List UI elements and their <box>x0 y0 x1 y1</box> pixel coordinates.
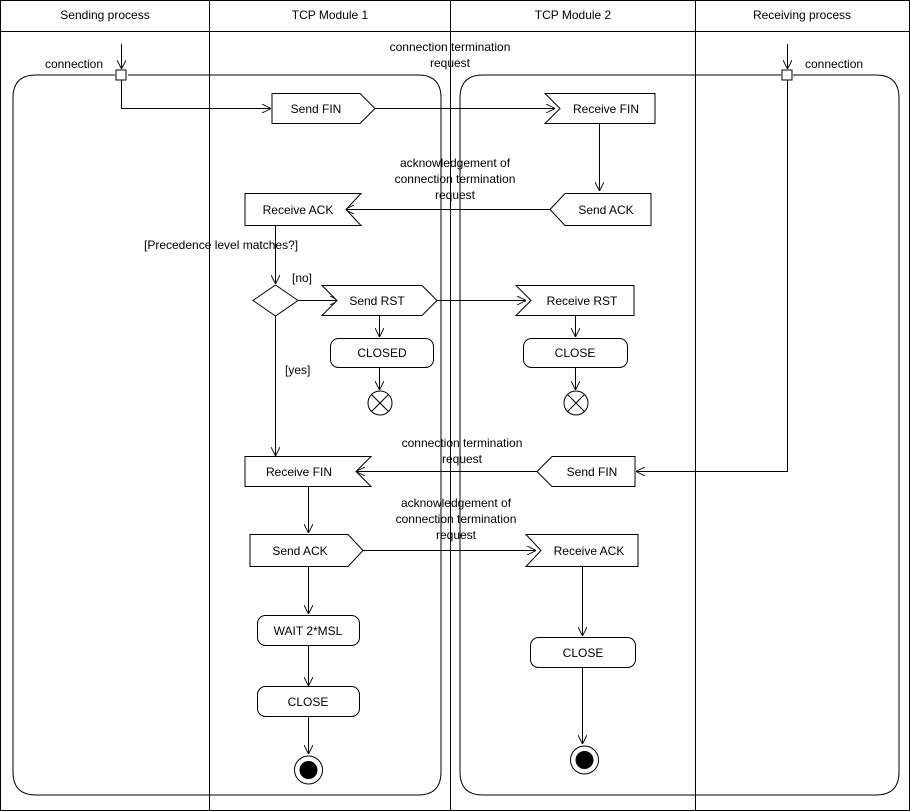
send-ack-node-1: Send ACK <box>549 193 652 226</box>
close-left-label: CLOSE <box>288 695 329 709</box>
send-fin-1-label: Send FIN <box>291 102 342 116</box>
annotation-ack-2-line3: request <box>436 528 477 542</box>
send-ack-2-label: Send ACK <box>272 544 327 558</box>
right-activity-region <box>459 74 900 796</box>
receive-rst-node: Receive RST <box>514 285 635 316</box>
annotation-termination-2-line1: connection termination <box>402 436 523 450</box>
send-rst-label: Send RST <box>349 294 405 308</box>
flow-final-right <box>563 390 589 416</box>
closed-action: CLOSED <box>330 338 434 368</box>
right-connection-pin <box>781 69 793 81</box>
receive-ack-node-1: Receive ACK <box>244 193 363 226</box>
annotation-ack-2-line1: acknowledgement of <box>401 496 512 510</box>
lane-header-receiving: Receiving process <box>753 8 851 22</box>
close-right-action: CLOSE <box>530 637 636 668</box>
receive-fin-node-1: Receive FIN <box>543 93 656 124</box>
lane-header-sending: Sending process <box>60 8 149 22</box>
receive-fin-node-2: Receive FIN <box>244 456 373 487</box>
left-activity-region <box>12 74 442 796</box>
send-fin-node-2: Send FIN <box>536 456 636 487</box>
closed-label: CLOSED <box>357 346 407 360</box>
annotation-ack-2-line2: connection termination <box>396 512 517 526</box>
nodes: Send FIN Receive FIN Send ACK Receive AC… <box>244 93 656 785</box>
lane-header-tcp2: TCP Module 2 <box>535 8 612 22</box>
receive-rst-label: Receive RST <box>547 294 618 308</box>
annotation-ack-1-line2: connection termination <box>395 172 516 186</box>
activity-regions <box>12 74 900 796</box>
send-fin-2-label: Send FIN <box>567 465 618 479</box>
annotation-ack-1-line3: request <box>435 188 476 202</box>
receive-ack-2-label: Receive ACK <box>554 544 625 558</box>
send-fin-node-1: Send FIN <box>271 93 376 124</box>
activity-final-right <box>570 745 599 775</box>
lane-header-tcp1: TCP Module 1 <box>292 8 369 22</box>
receive-ack-1-label: Receive ACK <box>263 203 334 217</box>
activity-final-left <box>294 755 323 785</box>
receive-ack-node-2: Receive ACK <box>524 534 639 567</box>
decision-diamond <box>252 284 299 317</box>
guard-no: [no] <box>292 271 312 285</box>
annotation-termination-1-line2: request <box>430 56 471 70</box>
send-ack-node-2: Send ACK <box>249 534 364 567</box>
close-rst-action: CLOSE <box>523 338 628 368</box>
guard-decision: [Precedence level matches?] <box>144 238 298 252</box>
receive-fin-1-label: Receive FIN <box>573 102 639 116</box>
send-rst-node: Send RST <box>320 285 438 316</box>
close-right-label: CLOSE <box>563 646 604 660</box>
guards: [Precedence level matches?] [no] [yes] <box>144 238 312 377</box>
send-ack-1-label: Send ACK <box>578 203 633 217</box>
flow-final-left <box>367 390 393 416</box>
left-connection-label: connection <box>45 57 103 71</box>
close-rst-label: CLOSE <box>555 346 596 360</box>
wait-action: WAIT 2*MSL <box>257 615 360 646</box>
flows <box>121 80 788 754</box>
left-connection-pin <box>115 69 127 81</box>
flow-pin-to-send-fin <box>121 80 271 109</box>
annotation-termination-1-line1: connection termination <box>390 40 511 54</box>
flow-pin-to-send-fin-2 <box>636 80 788 472</box>
receive-fin-2-label: Receive FIN <box>266 465 332 479</box>
right-connection-label: connection <box>805 57 863 71</box>
close-left-action: CLOSE <box>257 686 360 717</box>
annotations: connection termination request acknowled… <box>390 40 523 542</box>
annotation-ack-1-line1: acknowledgement of <box>400 156 511 170</box>
wait-label: WAIT 2*MSL <box>274 624 343 638</box>
annotation-termination-2-line2: request <box>442 452 483 466</box>
guard-yes: [yes] <box>285 363 310 377</box>
